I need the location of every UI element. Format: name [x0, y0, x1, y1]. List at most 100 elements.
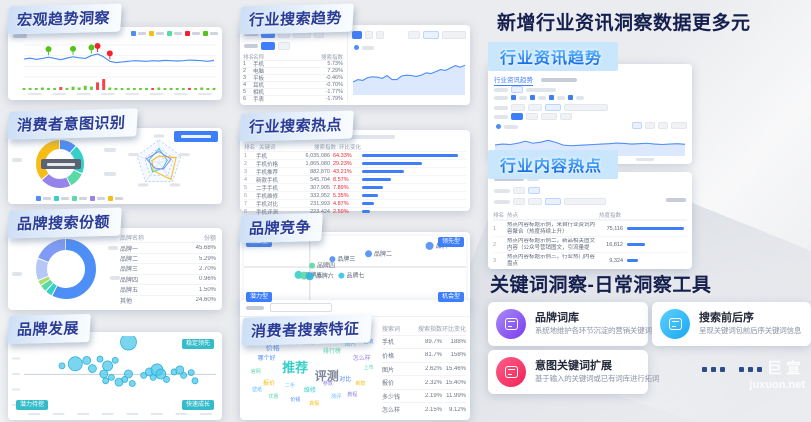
pager-dot: [739, 367, 744, 372]
filter-label: [494, 188, 510, 193]
table-cell: 5.73%: [327, 61, 343, 67]
chart-button[interactable]: [658, 122, 668, 129]
table-cell: 15.46%: [445, 366, 466, 373]
panel-macro-trend: [8, 27, 222, 100]
tab-news-trend[interactable]: 行业资讯趋势: [494, 74, 533, 86]
filter-text: [526, 87, 556, 92]
legend-item: [131, 31, 146, 36]
table-cell: 品牌名称: [120, 236, 145, 243]
table-cell: -1.79%: [325, 96, 343, 102]
chart-button[interactable]: [645, 122, 655, 129]
tab[interactable]: [494, 177, 524, 181]
legend-item: [167, 31, 182, 36]
period-chip-active[interactable]: [511, 113, 523, 120]
intent-radar-chart: [116, 132, 202, 190]
wordcloud-word: 官网: [250, 369, 261, 375]
ribbon-search-hotspots: 行业搜索热点: [239, 110, 354, 142]
filter-label: [494, 95, 508, 100]
tool-description: 基于输入的关键词或已有词库进行拓词: [535, 374, 660, 383]
filter-label: [494, 87, 508, 92]
label-news-trend: 行业资讯趋势: [488, 42, 619, 71]
share-donut-chart: [20, 233, 112, 305]
filter-chip-active[interactable]: [261, 42, 275, 50]
range-chip[interactable]: [528, 104, 542, 111]
ribbon-brand-competition: 品牌竞争: [239, 212, 323, 244]
range-chip-active[interactable]: [545, 104, 561, 111]
date-range-picker[interactable]: [564, 104, 608, 111]
filter-chip[interactable]: [278, 42, 290, 50]
range-chip[interactable]: [511, 104, 525, 111]
date-range-picker[interactable]: [564, 198, 606, 205]
wordcloud-word: 推荐: [282, 360, 309, 376]
svg-text:品牌四: 品牌四: [317, 262, 335, 270]
type-chip[interactable]: [513, 187, 525, 194]
table-cell: 4: [243, 82, 247, 88]
table-cell: 电脑: [253, 69, 265, 75]
filter-chip[interactable]: [511, 86, 523, 93]
search-dropdown[interactable]: [270, 303, 332, 312]
filter-row-industry: [494, 86, 556, 93]
table-cell: 手表: [253, 97, 265, 103]
table-cell: 11.99%: [446, 393, 466, 400]
download-button[interactable]: [666, 198, 686, 202]
date-range-chip[interactable]: [442, 31, 466, 39]
table-cell: 耳机: [253, 83, 265, 89]
legend-macro: [131, 31, 218, 36]
wordcloud-word: 优惠: [268, 393, 279, 400]
period-chip[interactable]: [541, 113, 557, 120]
watermark: 巨宣 juxuon.net: [749, 360, 805, 391]
period-chip[interactable]: [526, 113, 538, 120]
range-chip[interactable]: [513, 198, 525, 205]
keyword-tools-title: 关键词洞察-日常洞察工具: [490, 275, 712, 296]
chart-button[interactable]: [632, 122, 642, 129]
download-button[interactable]: [671, 122, 687, 129]
quadrant-badge: 机会型: [437, 292, 464, 302]
table-cell: 0.96%: [198, 276, 216, 283]
view-more-button[interactable]: [174, 131, 218, 142]
table-cell: 平板: [253, 76, 265, 82]
period-chip[interactable]: [560, 113, 572, 120]
legend-item: [108, 196, 123, 201]
range-chip-active[interactable]: [352, 31, 362, 39]
checkbox[interactable]: [511, 95, 516, 100]
tool-card-brand-wordbank[interactable]: 品牌词库 系统地维护各环节沉淀的营销关键词: [488, 302, 652, 346]
toolbar-chip[interactable]: [423, 31, 439, 39]
filter-label: [494, 199, 510, 204]
svg-text:品牌三: 品牌三: [337, 255, 355, 263]
tool-card-intent-keyword-expand[interactable]: 意图关键词扩展 基于输入的关键词或已有词库进行拓词: [488, 350, 659, 394]
checkbox[interactable]: [568, 95, 573, 100]
range-chip-active[interactable]: [545, 198, 561, 205]
tool-card-search-sequence[interactable]: 搜索前后序 呈现关键词包前后序关键词信息: [652, 302, 811, 346]
tab-inactive[interactable]: [541, 78, 577, 82]
pager-dot: [711, 367, 716, 372]
wordcloud-word: 真假: [309, 400, 320, 407]
checkbox[interactable]: [549, 95, 554, 100]
toolbar-chip[interactable]: [408, 31, 420, 39]
chart-toolbar-right: [408, 31, 466, 39]
range-chip[interactable]: [376, 31, 384, 39]
tool-title: 搜索前后序: [699, 312, 754, 325]
callout-label: [110, 276, 120, 280]
table-cell: -0.70%: [325, 82, 343, 88]
axis-title-placeholder: [13, 34, 27, 38]
wordcloud-word: 测评: [331, 393, 342, 400]
checkbox[interactable]: [530, 95, 535, 100]
type-chip-active[interactable]: [528, 187, 540, 194]
table-cell: 名称: [253, 55, 265, 61]
range-chip[interactable]: [528, 198, 542, 205]
table-cell: 5: [243, 89, 247, 95]
competition-quadrant-chart: 品牌一品牌二品牌三品牌四品牌五品牌六品牌七防御型领先型潜力型机会型: [242, 234, 468, 308]
wordcloud-word: 图片: [344, 341, 357, 348]
range-chip[interactable]: [365, 31, 373, 39]
table-cell: 手机: [253, 62, 265, 68]
